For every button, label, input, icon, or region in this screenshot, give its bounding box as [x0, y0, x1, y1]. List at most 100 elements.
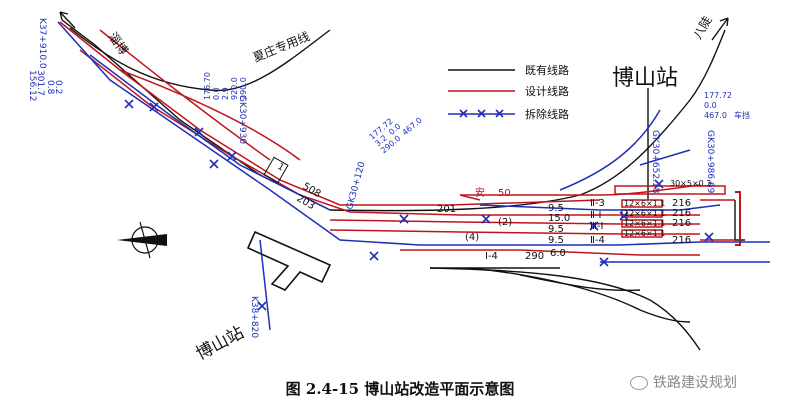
design-arrow: [459, 194, 481, 201]
svg-text:安: 安: [475, 186, 485, 199]
svg-text:6.0: 6.0: [550, 248, 566, 259]
label-zibo: 淄博: [106, 29, 132, 57]
profile-mark-1: 176.70 0.0 2.9 920.0 290.0: [203, 72, 248, 100]
compass-icon: [117, 221, 167, 259]
left-vertical-marks: 156.12 0.8 0.2 301.7: [27, 70, 63, 102]
profile-mark-3: 177.72 0.0 467.0 车挡: [704, 91, 750, 120]
removed-branch: [559, 109, 661, 191]
design-top: [460, 184, 701, 196]
platform-4: [621, 229, 663, 238]
svg-text:290.0: 290.0: [239, 77, 248, 100]
svg-text:1: 1: [276, 162, 286, 174]
svg-text:177.72: 177.72: [704, 91, 732, 100]
svg-text:0.0: 0.0: [212, 87, 221, 100]
svg-text:12×6×1.1: 12×6×1.1: [624, 219, 665, 228]
arrow-bazhen-icon: [711, 17, 729, 41]
chainage-gk-right: GK30+986.69: [705, 130, 715, 194]
label-xiazhuang: 夏庄专用线: [251, 28, 312, 64]
design-main-1: [59, 21, 601, 206]
removed-crosses: [124, 99, 714, 311]
svg-text:Ⅱ-4: Ⅱ-4: [590, 235, 605, 246]
removed-lines: [57, 21, 770, 331]
svg-text:12×6×1.1: 12×6×1.1: [624, 209, 665, 218]
watermark-text: 铁路建设规划: [653, 375, 737, 391]
label-bazhen: 八陡: [690, 14, 714, 42]
svg-text:920.0: 920.0: [230, 77, 239, 100]
svg-text:467.0: 467.0: [704, 111, 727, 120]
svg-text:Ⅱ-Ⅰ: Ⅱ-Ⅰ: [590, 210, 601, 221]
design-upper-2: [119, 69, 301, 161]
svg-text:15.0: 15.0: [548, 213, 570, 224]
design-buffer: [735, 191, 741, 246]
figure-caption: 图 2.4-15 博山站改造平面示意图: [285, 380, 515, 398]
platform-3: [621, 219, 663, 228]
track-box: [263, 156, 289, 184]
svg-text:Ⅱ-3: Ⅱ-3: [590, 198, 605, 209]
removed-top: [479, 204, 721, 211]
profile-mark-2: 177.72 3.2 0.0 290.0 467.0: [368, 116, 424, 156]
svg-text:216: 216: [672, 198, 691, 209]
svg-text:12×6×1.1: 12×6×1.1: [624, 199, 665, 208]
svg-text:9.5: 9.5: [548, 224, 564, 235]
wechat-icon: [630, 376, 648, 390]
removed-throat: [89, 54, 331, 211]
svg-text:12×6×1.1: 12×6×1.1: [624, 229, 665, 238]
svg-text:Ⅲ-Ⅰ: Ⅲ-Ⅰ: [590, 221, 603, 232]
design-upper: [99, 29, 271, 161]
branch-bottom-3: [519, 274, 641, 292]
svg-text:(2): (2): [498, 217, 512, 228]
svg-text:9.5: 9.5: [548, 203, 564, 214]
svg-text:既有线路: 既有线路: [525, 63, 569, 77]
arrow-zibo-icon: [59, 11, 76, 29]
legend: 既有线路 设计线路 拆除线路: [448, 63, 569, 121]
svg-text:(4): (4): [465, 232, 479, 243]
svg-text:290: 290: [525, 251, 544, 262]
svg-text:0.0: 0.0: [704, 101, 717, 110]
branch-bottom-1: [429, 267, 701, 351]
track-labels: 安 50 201 508 203 (2) (4) 9.5 15.0 9.5 9.…: [276, 162, 712, 262]
left-mark-3: 301.7: [35, 70, 45, 96]
legend-design: 设计线路: [448, 84, 569, 98]
design-main-3: [329, 219, 700, 225]
watermark: 铁路建设规划: [630, 372, 737, 392]
svg-text:216: 216: [672, 235, 691, 246]
svg-text:176.70: 176.70: [203, 72, 212, 100]
svg-text:50: 50: [498, 188, 511, 199]
legend-removed: 拆除线路: [448, 107, 569, 121]
design-lines: [59, 21, 735, 256]
left-mark-0: 156.12: [27, 70, 37, 102]
main-to-bazhen: [329, 29, 726, 212]
svg-text:车挡: 车挡: [734, 110, 750, 120]
chainage-gk-930: GK30+930: [237, 95, 247, 144]
chainage-k-bottom: K38+820: [249, 296, 259, 338]
removed-main: [57, 21, 770, 246]
svg-text:216: 216: [672, 208, 691, 219]
design-bottom: [400, 249, 700, 256]
removed-short: [639, 149, 691, 166]
station-name: 博山站: [612, 66, 678, 91]
chainage-ck-left: K37+910.0: [37, 18, 47, 69]
svg-text:201: 201: [437, 204, 456, 215]
platform-1: [621, 199, 663, 208]
design-main-2: [79, 49, 700, 216]
left-mark-1: 0.8: [45, 80, 55, 95]
svg-text:2.9: 2.9: [221, 87, 230, 100]
chainage-gk-top: GK30+652.18: [650, 130, 660, 194]
chainage-gk-120: GK30+120: [345, 161, 367, 211]
removed-building-link: [259, 239, 271, 331]
legend-existing: 既有线路: [448, 63, 569, 77]
svg-text:30×5×0.3: 30×5×0.3: [670, 179, 711, 188]
svg-text:9.5: 9.5: [548, 235, 564, 246]
platform-top: [614, 185, 726, 195]
svg-text:467.0: 467.0: [401, 116, 424, 138]
existing-lines: [61, 19, 745, 351]
svg-text:设计线路: 设计线路: [525, 84, 569, 98]
design-main-4: [329, 229, 700, 235]
label-station-building: 博山站: [193, 323, 247, 365]
svg-text:216: 216: [672, 218, 691, 229]
left-mark-2: 0.2: [53, 80, 63, 94]
svg-text:拆除线路: 拆除线路: [525, 107, 569, 121]
svg-text:Ⅰ-4: Ⅰ-4: [485, 251, 498, 262]
